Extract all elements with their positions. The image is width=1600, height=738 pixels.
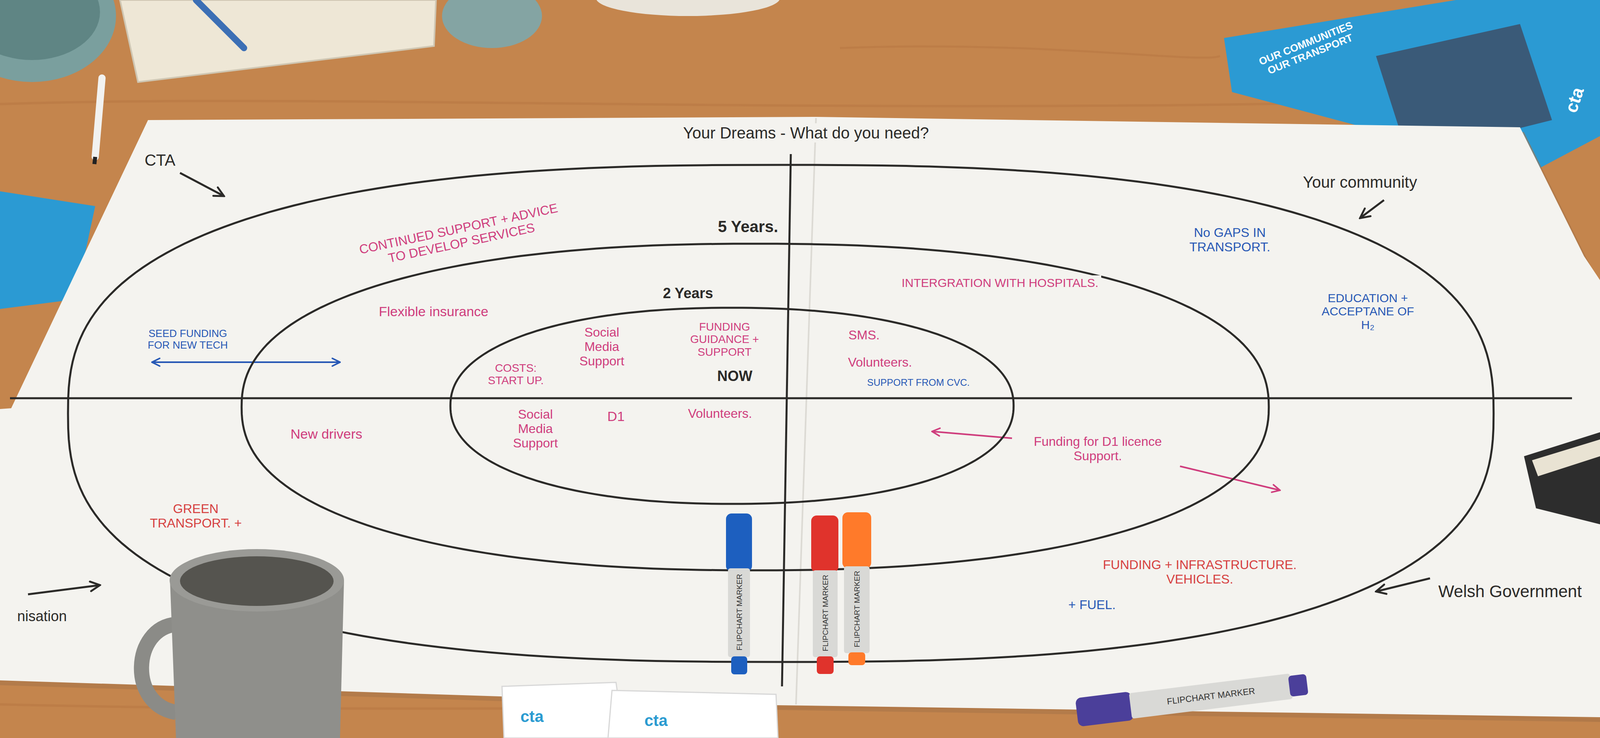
ring-heading: 5 Years. — [715, 216, 781, 237]
pointer-arrow — [1360, 200, 1384, 218]
ring-heading: NOW — [714, 367, 756, 385]
blue-marker — [726, 513, 752, 572]
red-marker — [811, 515, 839, 572]
quadrant-line — [782, 154, 791, 686]
red-marker — [812, 570, 838, 657]
handwritten-note: Volunteers. — [845, 354, 915, 371]
quadrant-label: nisation — [14, 607, 70, 625]
purple-marker — [1288, 673, 1309, 697]
grey-mug — [180, 556, 334, 606]
handwritten-note: CONTINUED SUPPORT + ADVICE TO DEVELOP SE… — [354, 199, 565, 273]
notebook — [1524, 432, 1600, 524]
title: Your Dreams - What do you need? — [680, 123, 932, 143]
ring-outline — [240, 242, 1271, 572]
quadrant-label: Welsh Government — [1435, 580, 1585, 602]
double-arrow — [152, 361, 340, 363]
brochure-print: OUR COMMUNITIES OUR TRANSPORT — [1247, 14, 1368, 83]
handwritten-note: FUNDING GUIDANCE + SUPPORT — [679, 319, 770, 359]
marker-print: FLIPCHART MARKER — [851, 567, 862, 650]
ring-oval: NOW COSTS: START UP. Social Media Support F… — [448, 306, 1016, 506]
handwritten-note: Social Media Support — [501, 406, 570, 451]
grey-mug — [141, 624, 176, 712]
teal-mug — [0, 0, 116, 82]
teal-mug — [442, 0, 542, 48]
brochure-print: cta — [1559, 82, 1589, 118]
blue-marker — [728, 568, 750, 657]
ring-heading: 2 Years — [660, 284, 716, 302]
handwritten-note: D1 — [604, 407, 628, 425]
handwritten-note: EDUCATION + ACCEPTANE OF H₂ — [1316, 290, 1420, 333]
purple-marker — [1075, 691, 1135, 727]
handwritten-note: SEED FUNDING FOR NEW TECH — [140, 326, 236, 352]
plate — [596, 0, 780, 16]
handwritten-note: Funding for D1 licence Support. — [1016, 433, 1180, 464]
pointer-arrow — [1180, 466, 1280, 490]
teal-mug — [0, 0, 100, 60]
wood-grain — [840, 46, 1220, 58]
paper-print: cta — [642, 710, 671, 730]
orange-marker — [842, 512, 872, 568]
pen — [95, 78, 102, 157]
handwritten-note: Social Media Support — [570, 324, 634, 369]
pen — [196, 0, 244, 48]
marker-print: FLIPCHART MARKER — [734, 570, 744, 653]
notebook — [1532, 439, 1600, 476]
handwritten-note: New drivers — [288, 425, 366, 442]
ring-line — [241, 243, 1269, 570]
purple-marker — [1128, 673, 1293, 719]
loose-paper — [502, 682, 624, 738]
handwritten-note: INTERGRATION WITH HOSPITALS. — [898, 275, 1102, 291]
quadrant-label: CTA — [142, 150, 179, 170]
handwritten-note: COSTS: START UP. — [478, 360, 554, 388]
pointer-arrow — [932, 431, 1012, 438]
quadrant-label: Your community — [1300, 172, 1420, 192]
handwritten-note: Volunteers. — [685, 405, 755, 422]
handwritten-note: SMS. — [845, 327, 883, 344]
red-marker — [816, 656, 834, 674]
ring-oval: 2 YearsFlexible insuranceNew drivers INTE… — [240, 242, 1271, 572]
grey-mug — [169, 548, 344, 612]
loose-paper — [608, 690, 778, 738]
marker-print: FLIPCHART MARKER — [1163, 684, 1259, 708]
pointer-arrow — [28, 584, 100, 594]
quadrant-line — [10, 397, 1572, 400]
ring-line — [68, 164, 1494, 662]
handwritten-note: FUNDING + INFRASTRUCTURE. VEHICLES. — [1084, 556, 1316, 588]
handwritten-note: + FUEL. — [1065, 596, 1119, 613]
ring-line — [450, 307, 1014, 504]
purple-marker — [1075, 669, 1309, 727]
paper-print: cta — [518, 706, 547, 726]
marker-print: FLIPCHART MARKER — [820, 571, 830, 654]
blue-marker — [731, 656, 748, 674]
pen — [94, 156, 96, 164]
handwritten-note: No GAPS IN TRANSPORT. — [1168, 224, 1292, 256]
handwritten-note: Flexible insurance — [376, 302, 492, 320]
handwritten-note: SUPPORT FROM CVC. — [864, 376, 973, 389]
orange-marker — [848, 652, 866, 665]
handwritten-note: GREEN TRANSPORT. + — [136, 500, 256, 532]
pointer-arrow — [180, 172, 224, 196]
orange-marker — [844, 566, 870, 653]
notebook — [120, 0, 436, 82]
